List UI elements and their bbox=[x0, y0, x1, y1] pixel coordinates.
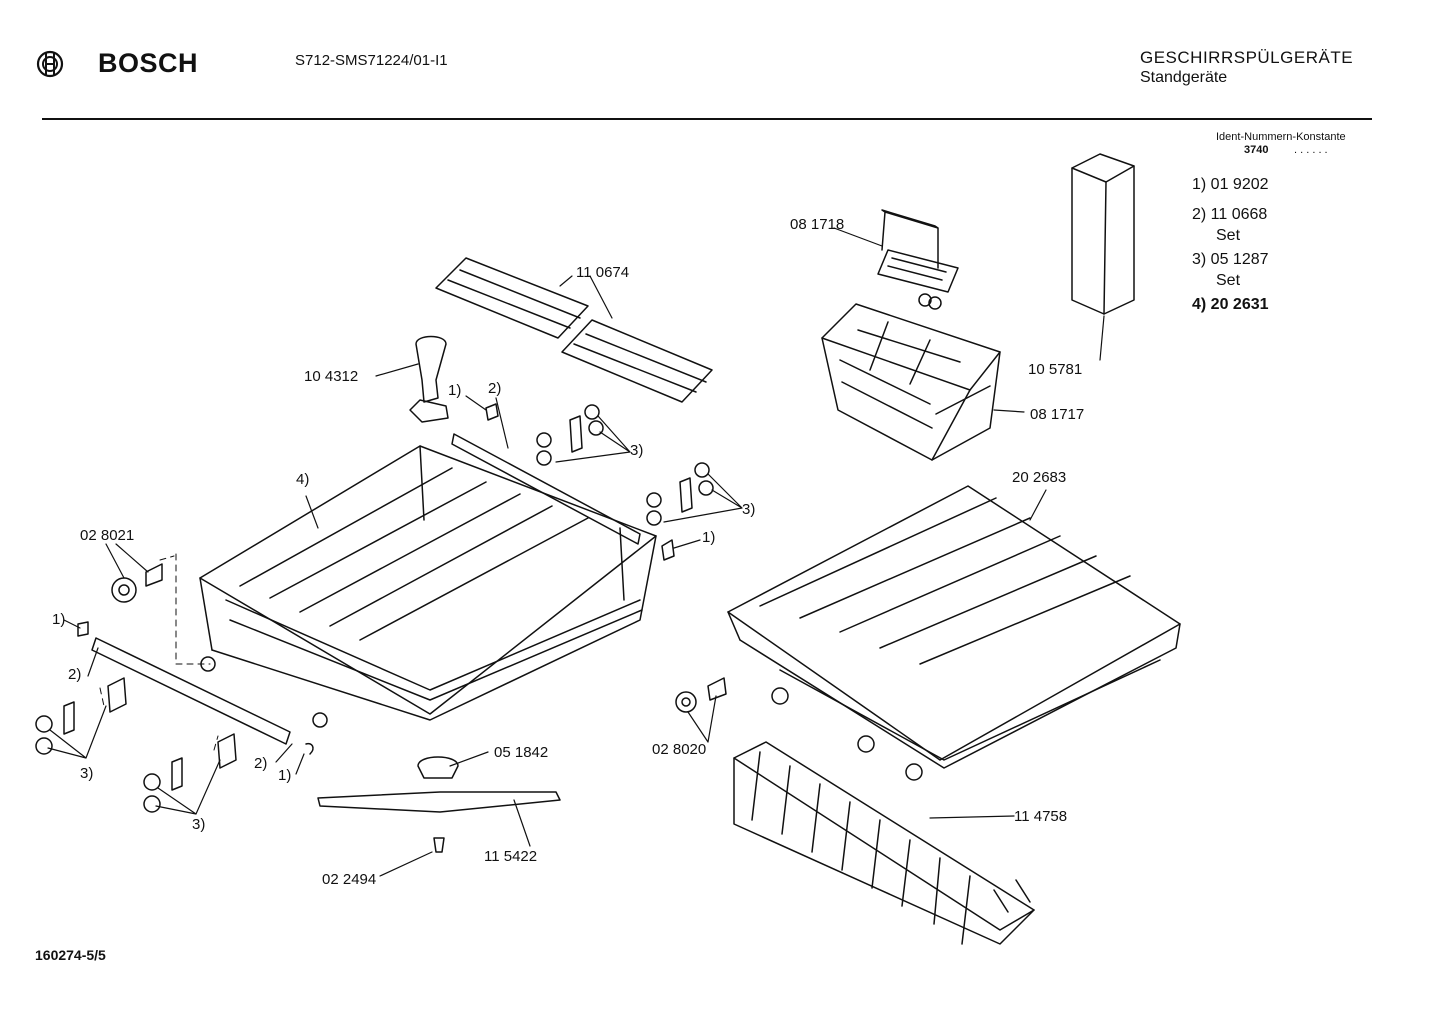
category-title: GESCHIRRSPÜLGERÄTE bbox=[1140, 48, 1354, 67]
ident-title: Ident-Nummern-Konstante bbox=[1216, 131, 1346, 143]
note-3-set: Set bbox=[1216, 272, 1241, 289]
callout-note-3-right: 3) bbox=[742, 501, 756, 518]
bosch-armature-logo-icon bbox=[36, 50, 64, 78]
callout-note-1-left: 1) bbox=[52, 611, 66, 628]
upper-basket-drawing bbox=[199, 445, 657, 721]
callout-02-2494: 02 2494 bbox=[322, 871, 377, 888]
callout-10-5781: 10 5781 bbox=[1028, 361, 1083, 378]
cup-rack-shelves-drawing bbox=[435, 257, 713, 403]
callout-10-4312: 10 4312 bbox=[304, 368, 359, 385]
callout-11-4758: 11 4758 bbox=[1014, 808, 1068, 825]
callout-note-1-bottom: 1) bbox=[278, 767, 292, 784]
callout-08-1717: 08 1717 bbox=[1030, 406, 1085, 423]
callout-note-2-left: 2) bbox=[68, 666, 82, 683]
ident-number: 3740 bbox=[1244, 144, 1269, 156]
tine-rack-insert-drawing bbox=[733, 741, 1035, 945]
callout-note-1-right: 1) bbox=[702, 529, 716, 546]
category-subtitle: Standgeräte bbox=[1140, 69, 1228, 86]
callout-note-3-left: 3) bbox=[80, 765, 94, 782]
brand-name: BOSCH bbox=[98, 48, 199, 78]
callout-note-3-upper: 3) bbox=[630, 442, 644, 459]
lower-basket-drawing bbox=[675, 485, 1181, 781]
spray-nozzle-drawing bbox=[409, 335, 449, 423]
header-divider bbox=[42, 118, 1372, 120]
callout-note-2-bottom: 2) bbox=[254, 755, 268, 772]
note-4: 4) 20 2631 bbox=[1192, 296, 1269, 313]
right-small-parts-drawing bbox=[485, 403, 714, 561]
leader-lines-drawing bbox=[47, 227, 1105, 877]
tall-container-drawing bbox=[1071, 153, 1135, 315]
rail-bars-drawing bbox=[91, 433, 641, 745]
cutlery-basket-handle-drawing bbox=[877, 209, 959, 310]
model-code: S712-SMS71224/01-I1 bbox=[295, 52, 448, 69]
callout-05-1842: 05 1842 bbox=[494, 744, 549, 761]
callout-note-4: 4) bbox=[296, 471, 310, 488]
ident-dots: . . . . . . bbox=[1294, 144, 1328, 156]
note-2: 2) 11 0668 bbox=[1192, 206, 1268, 223]
callout-20-2683: 20 2683 bbox=[1012, 469, 1067, 486]
note-3: 3) 05 1287 bbox=[1192, 251, 1269, 268]
callout-11-5422: 11 5422 bbox=[484, 848, 538, 865]
callout-note-2-top: 2) bbox=[488, 380, 502, 397]
callout-note-3-bottom: 3) bbox=[192, 816, 206, 833]
note-2-set: Set bbox=[1216, 227, 1241, 244]
callout-02-8021: 02 8021 bbox=[80, 527, 135, 544]
note-1: 1) 01 9202 bbox=[1192, 176, 1269, 193]
cutlery-basket-drawing bbox=[821, 303, 1001, 461]
lower-spray-arm-drawing bbox=[317, 756, 561, 853]
callout-02-8020: 02 8020 bbox=[652, 741, 707, 758]
callout-08-1718: 08 1718 bbox=[790, 216, 845, 233]
assembly-guide-lines-drawing bbox=[99, 553, 219, 751]
callout-note-1-top: 1) bbox=[448, 382, 462, 399]
document-reference: 160274-5/5 bbox=[35, 947, 106, 963]
callout-11-0674: 11 0674 bbox=[576, 264, 630, 281]
